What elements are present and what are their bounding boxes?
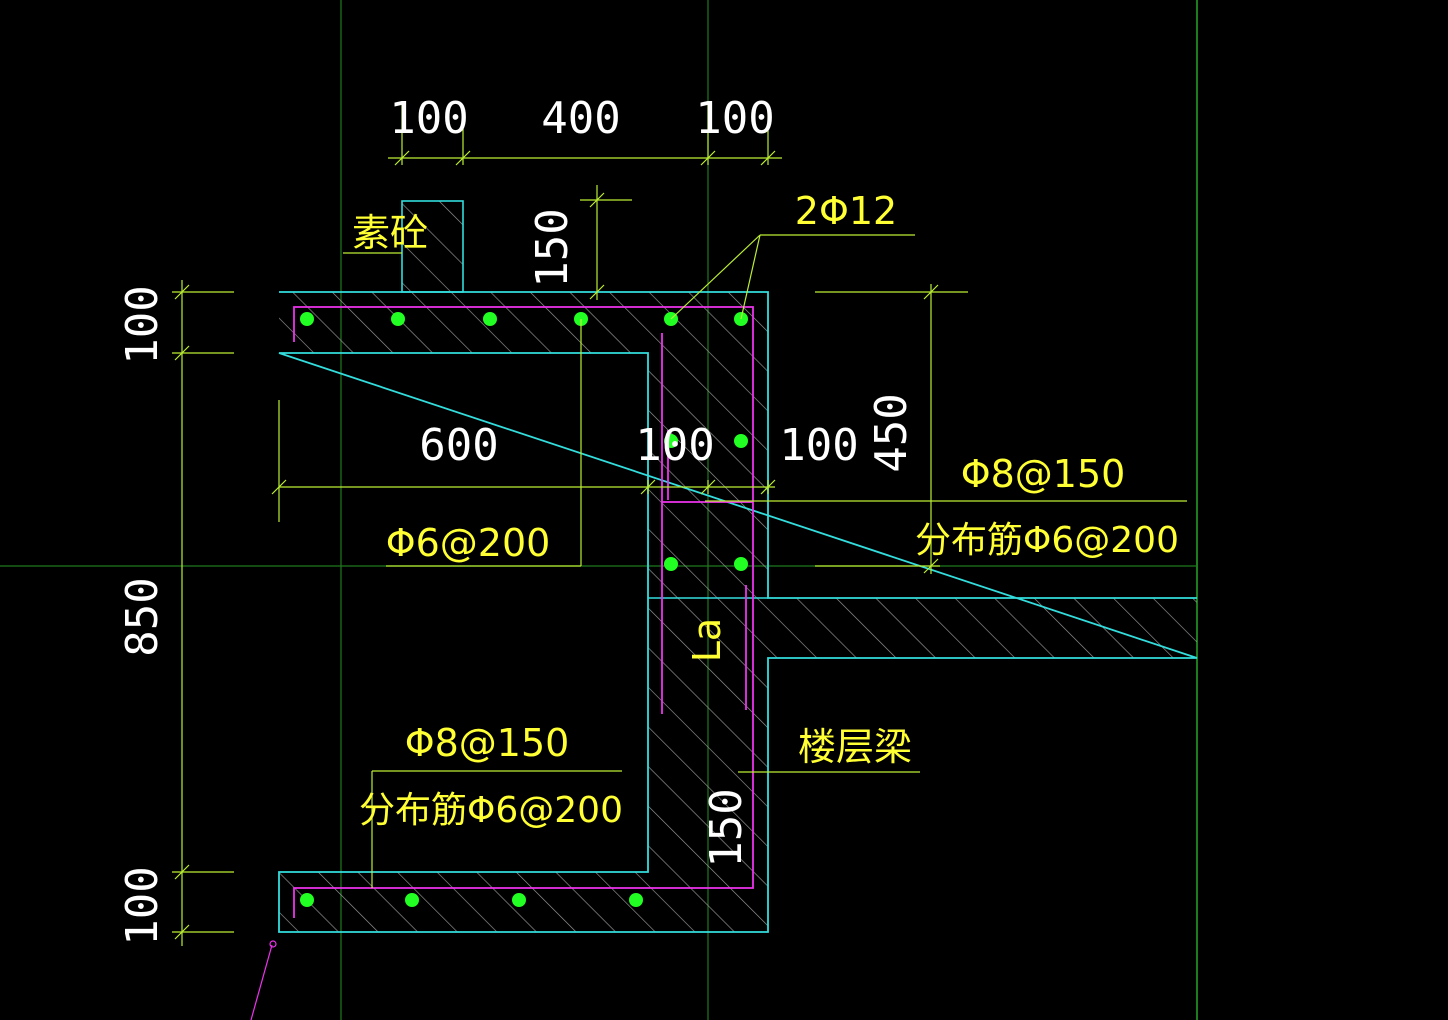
plain-concrete-curb bbox=[401, 200, 464, 293]
label-text: 素砼 2Φ12 Φ6@200 Φ8@150 分布筋Φ6@200 Φ8@150 分… bbox=[352, 189, 1179, 831]
dim-top-mid: 400 bbox=[541, 93, 620, 144]
dim-inner-width: 600 bbox=[419, 420, 498, 471]
dim-curb-height: 150 bbox=[527, 208, 578, 287]
section-outline bbox=[278, 291, 1198, 933]
label-top-bars: 2Φ12 bbox=[795, 189, 897, 233]
label-top-slab-rebar: Φ6@200 bbox=[386, 521, 551, 565]
dimension-text: 100 400 100 150 100 850 100 600 100 100 … bbox=[117, 93, 917, 946]
dim-bottom-wall: 150 bbox=[701, 788, 752, 867]
label-floor-beam: 楼层梁 bbox=[798, 725, 912, 769]
dim-left-top: 100 bbox=[117, 285, 168, 364]
dimension-lines bbox=[172, 105, 968, 946]
label-wall-rebar: Φ8@150 bbox=[961, 452, 1126, 496]
dim-top-left: 100 bbox=[389, 93, 468, 144]
dim-top-right: 100 bbox=[695, 93, 774, 144]
leader-lines bbox=[343, 234, 1187, 888]
section-hatch bbox=[279, 292, 1197, 932]
label-bottom-rebar: Φ8@150 bbox=[405, 721, 570, 765]
label-bottom-dist-rebar: 分布筋Φ6@200 bbox=[359, 790, 623, 831]
label-plain-concrete: 素砼 bbox=[352, 211, 428, 255]
marker-line bbox=[250, 944, 273, 1020]
label-anchorage: La bbox=[685, 618, 729, 662]
label-wall-dist-rebar: 分布筋Φ6@200 bbox=[915, 520, 1179, 561]
dim-wall-right: 100 bbox=[779, 420, 858, 471]
concrete-section bbox=[278, 200, 1198, 933]
dim-right-height: 450 bbox=[866, 393, 917, 472]
outer-rebar bbox=[293, 306, 754, 918]
dim-wall-left: 100 bbox=[635, 420, 714, 471]
dim-left-bottom: 100 bbox=[117, 866, 168, 945]
grid-lines bbox=[0, 0, 1198, 1020]
marker-dot bbox=[269, 940, 277, 948]
dim-left-total: 850 bbox=[117, 577, 168, 656]
